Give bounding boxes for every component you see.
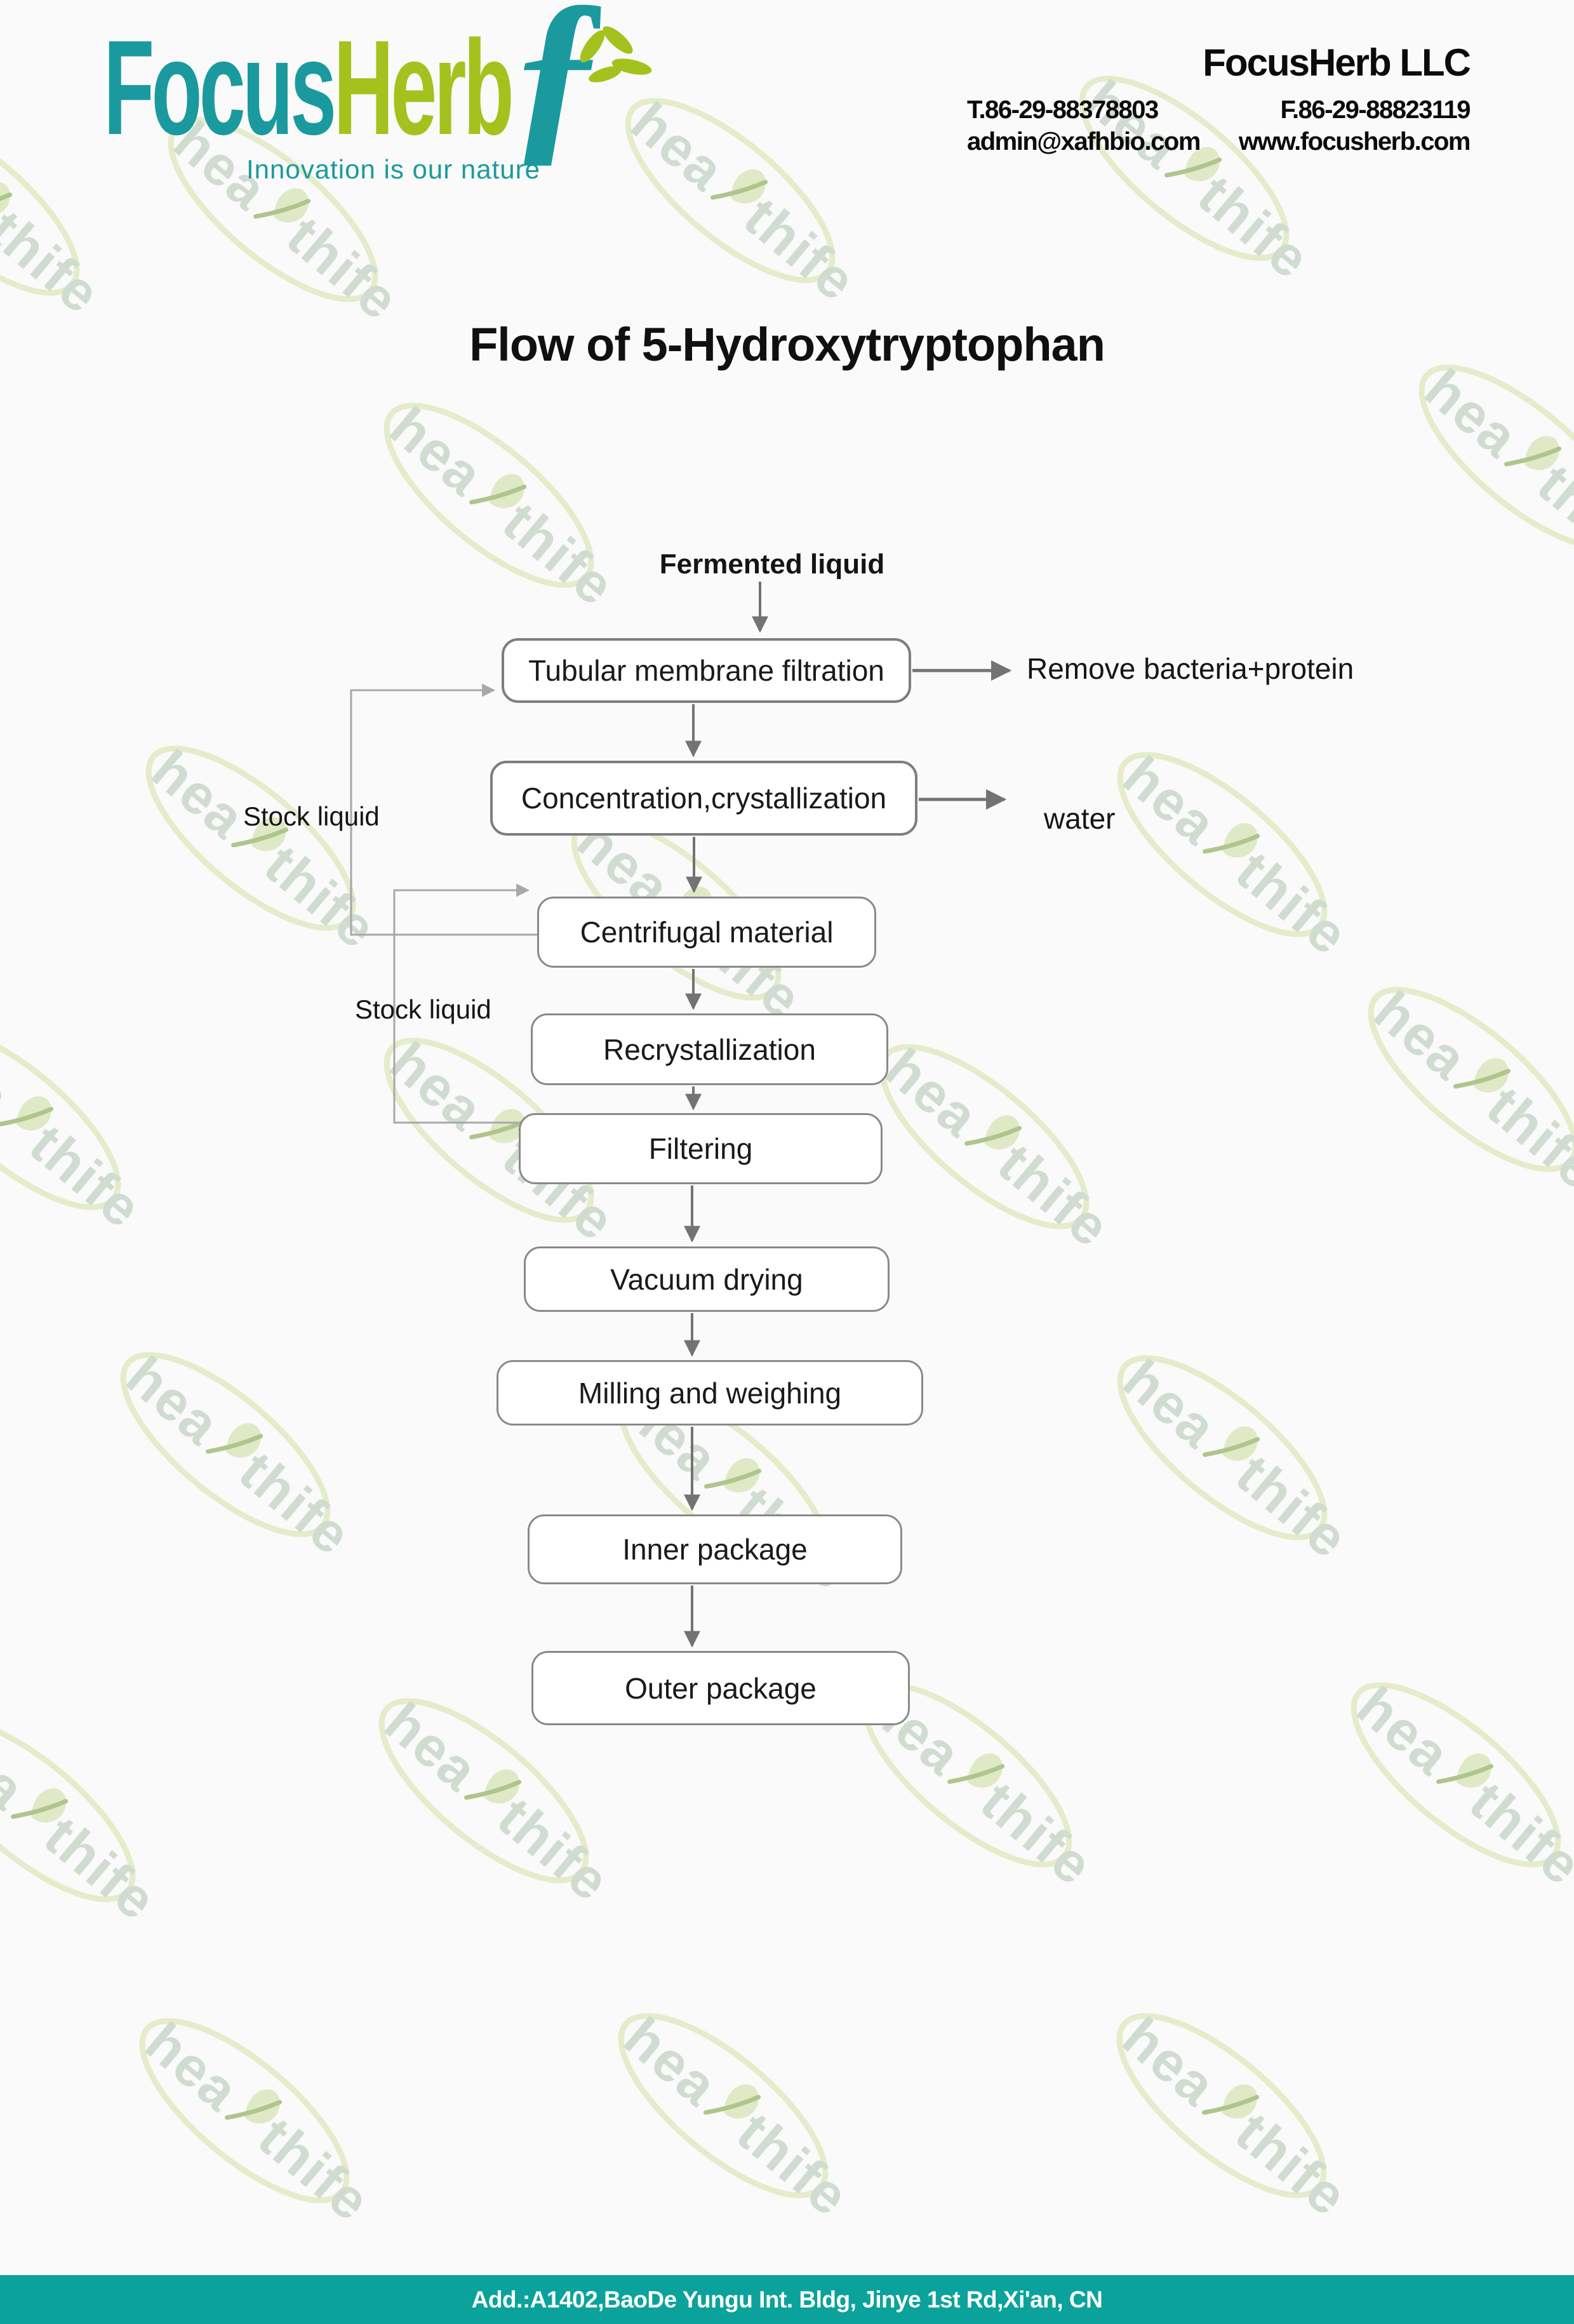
recycle-label-stock-liquid-2: Stock liquid [355, 994, 491, 1024]
flow-step-tubular-membrane-filtration: Tubular membrane filtration [502, 638, 911, 703]
footer-address-bar: Add.:A1402,BaoDe Yungu Int. Bldg, Jinye … [0, 2275, 1574, 2324]
company-name: FocusHerb LLC [1203, 41, 1471, 84]
flow-step-vacuum-drying: Vacuum drying [524, 1246, 890, 1312]
flow-step-inner-package: Inner package [528, 1514, 902, 1584]
side-output-remove-bacteria-protein: Remove bacteria+protein [1027, 652, 1354, 685]
side-output-water: water [1044, 802, 1116, 835]
recycle-line-filtering-to-step3 [393, 883, 530, 1124]
flow-step-recrystallization: Recrystallization [531, 1013, 888, 1085]
flow-step-filtering: Filtering [519, 1113, 883, 1184]
company-fax: F.86-29-88823119 [1280, 96, 1471, 124]
source-label-fermented-liquid: Fermented liquid [659, 549, 885, 580]
contact-row-email-web: admin@xafhbio.com www.focusherb.com [967, 126, 1471, 157]
focusherb-logo: FocusHerb [103, 20, 514, 155]
flow-step-centrifugal-material: Centrifugal material [537, 897, 876, 968]
flow-step-outer-package: Outer package [531, 1651, 910, 1725]
contact-row-phone-fax: T.86-29-88378803 F.86-29-88823119 [967, 94, 1471, 126]
logo-leaves-icon [580, 26, 652, 83]
recycle-line-centrifugal-to-step1 [350, 683, 537, 936]
flow-step-milling-and-weighing: Milling and weighing [497, 1360, 923, 1426]
company-contact-block: T.86-29-88378803 F.86-29-88823119 admin@… [967, 94, 1471, 157]
flow-step-concentration-crystallization: Concentration,crystallization [490, 761, 917, 836]
recycle-label-stock-liquid-1: Stock liquid [243, 801, 380, 831]
logo-leaf-f-icon: ƒ [508, 0, 608, 182]
company-email: admin@xafhbio.com [967, 128, 1201, 156]
logo-tagline: Innovation is our nature [246, 154, 540, 184]
logo-text-focus: Focus [103, 12, 337, 163]
logo-text-herb: Herb [333, 12, 514, 163]
company-telephone: T.86-29-88378803 [967, 96, 1159, 124]
company-website: www.focusherb.com [1238, 128, 1471, 156]
page-title: Flow of 5-Hydroxytryptophan [469, 318, 1105, 371]
footer-address: Add.:A1402,BaoDe Yungu Int. Bldg, Jinye … [471, 2286, 1103, 2313]
